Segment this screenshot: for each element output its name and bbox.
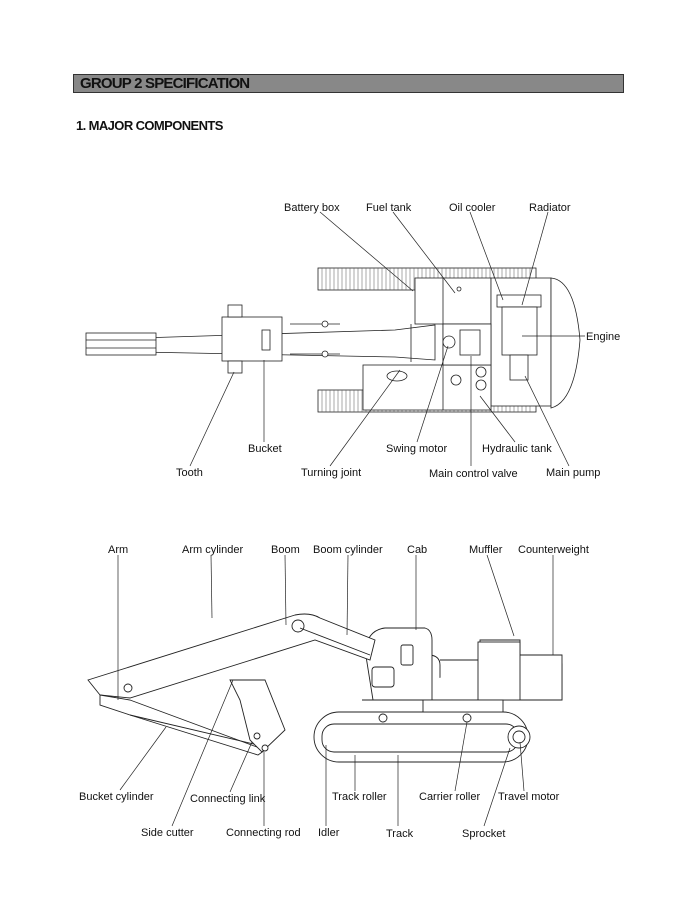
label-bucket-cylinder: Bucket cylinder	[79, 791, 154, 803]
label-connecting-link: Connecting link	[190, 793, 266, 805]
group-title: GROUP 2 SPECIFICATION	[80, 75, 250, 92]
label-engine: Engine	[586, 331, 620, 343]
label-main-control-valve: Main control valve	[429, 468, 518, 480]
label-sprocket: Sprocket	[462, 828, 505, 840]
section-title: 1. MAJOR COMPONENTS	[76, 118, 223, 133]
label-boom-cylinder: Boom cylinder	[313, 544, 383, 556]
label-connecting-rod: Connecting rod	[226, 827, 301, 839]
label-arm-cylinder: Arm cylinder	[182, 544, 243, 556]
label-muffler: Muffler	[469, 544, 503, 556]
side-undercarriage	[313, 711, 531, 763]
label-track: Track	[386, 828, 414, 840]
label-battery-box: Battery box	[284, 202, 340, 214]
label-bucket-top: Bucket	[248, 443, 282, 455]
top-boom-arm	[85, 304, 436, 374]
side-upper-structure	[362, 627, 563, 713]
label-carrier-roller: Carrier roller	[419, 791, 480, 803]
label-arm: Arm	[108, 544, 128, 556]
top-leader-lines	[189, 211, 585, 467]
label-travel-motor: Travel motor	[498, 791, 560, 803]
label-idler: Idler	[318, 827, 340, 839]
label-tooth: Tooth	[176, 467, 203, 479]
label-turning-joint: Turning joint	[301, 467, 361, 479]
side-boom-arm	[87, 613, 376, 756]
label-radiator: Radiator	[529, 202, 571, 214]
label-track-roller: Track roller	[332, 791, 387, 803]
label-swing-motor: Swing motor	[386, 443, 447, 455]
label-main-pump: Main pump	[546, 467, 600, 479]
top-upper-structure	[362, 277, 581, 411]
label-side-cutter: Side cutter	[141, 827, 194, 839]
label-boom: Boom	[271, 544, 300, 556]
label-counterweight: Counterweight	[518, 544, 589, 556]
label-fuel-tank: Fuel tank	[366, 202, 412, 214]
label-hydraulic-tank: Hydraulic tank	[482, 443, 552, 455]
side-leader-lines	[117, 554, 554, 827]
label-oil-cooler: Oil cooler	[449, 202, 496, 214]
group-header-bar: GROUP 2 SPECIFICATION	[73, 74, 624, 93]
label-cab: Cab	[407, 544, 427, 556]
